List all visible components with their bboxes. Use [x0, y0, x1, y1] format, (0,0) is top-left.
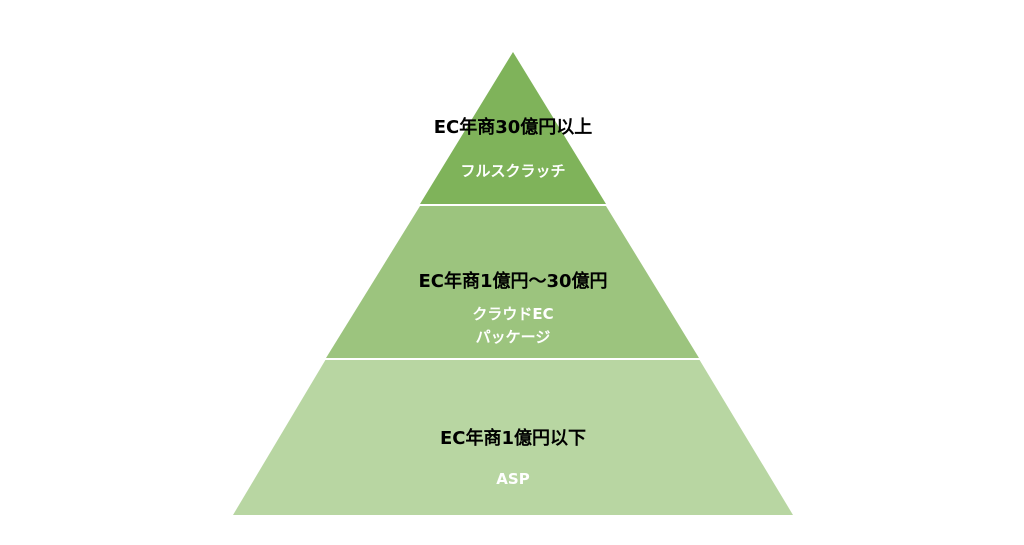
tier-bottom: EC年商1億円以下 ASP — [233, 359, 793, 515]
tier-bottom-title: EC年商1億円以下 — [440, 427, 586, 449]
tier-middle-title: EC年商1億円〜30億円 — [418, 270, 607, 292]
tier-middle-subtitle-line1: クラウドEC — [472, 305, 553, 323]
tier-middle-shape — [326, 206, 699, 358]
tier-top-subtitle: フルスクラッチ — [460, 162, 565, 180]
tier-middle-subtitle-line2: パッケージ — [476, 328, 551, 346]
tier-bottom-subtitle: ASP — [496, 470, 529, 488]
tier-top-shape — [420, 52, 606, 204]
tier-middle: EC年商1億円〜30億円 クラウドEC パッケージ — [326, 206, 699, 358]
tier-top: EC年商30億円以上 フルスクラッチ — [420, 52, 606, 204]
tier-top-title: EC年商30億円以上 — [434, 116, 593, 138]
tier-bottom-shape — [233, 359, 793, 515]
